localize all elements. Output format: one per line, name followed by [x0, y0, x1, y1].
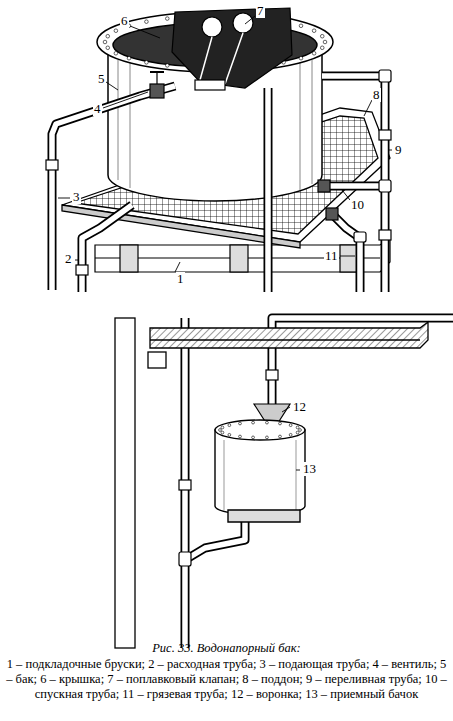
bolt-hole [296, 426, 299, 429]
callout-number: 5 [97, 72, 106, 86]
bolt-hole [299, 24, 303, 28]
bolt-hole [266, 436, 269, 439]
bolt-hole [279, 435, 282, 438]
bolt-hole [279, 422, 282, 425]
bolt-hole [239, 422, 242, 425]
bolt-hole [320, 34, 324, 38]
callout-number: 6 [120, 14, 129, 28]
bolt-hole [106, 46, 110, 50]
bolt-hole [127, 56, 131, 60]
bolt-hole [289, 424, 292, 427]
bolt-holes [219, 421, 302, 439]
bolt-hole [221, 431, 224, 434]
callout-number: 7 [256, 4, 265, 18]
callout-number: 8 [372, 88, 381, 102]
support-bars [95, 238, 390, 272]
bolt-hole [289, 433, 292, 436]
wall [115, 318, 428, 648]
bolt-hole [165, 17, 169, 21]
figure-caption: Рис. 33. Водонапорный бак: [4, 641, 449, 656]
bolt-hole [312, 29, 316, 33]
bolt-hole [252, 436, 255, 439]
callout-number: 9 [394, 143, 403, 157]
bolt-hole [165, 64, 169, 68]
bolt-hole [145, 61, 149, 65]
bolt-hole [228, 424, 231, 427]
bolt-hole [320, 46, 324, 50]
float-valve [172, 8, 292, 90]
callout-number: 10 [350, 198, 365, 212]
leader-lines [58, 16, 392, 470]
bolt-hole [221, 426, 224, 429]
callout-number: 11 [324, 249, 339, 263]
bolt-hole [296, 431, 299, 434]
bolt-hole [299, 56, 303, 60]
bolt-hole [312, 51, 316, 55]
bolt-hole [239, 435, 242, 438]
valve [150, 72, 338, 220]
bolt-hole [145, 20, 149, 24]
callout-number: 13 [302, 462, 317, 476]
callout-number: 2 [64, 252, 73, 266]
callout-number: 3 [72, 190, 81, 204]
callout-number: 4 [93, 102, 102, 116]
bolt-hole [103, 40, 107, 44]
bolt-hole [323, 40, 327, 44]
pipes [52, 76, 453, 648]
bolt-hole [228, 433, 231, 436]
bolt-hole [106, 34, 110, 38]
callout-number: 1 [176, 272, 185, 286]
receiving-tank [215, 420, 305, 522]
bolt-hole [114, 29, 118, 33]
bolt-hole [266, 421, 269, 424]
caption-key: 1 – подкладочные бруски; 2 – расходная т… [4, 657, 449, 702]
pipe-fittings [46, 70, 391, 566]
bolt-hole [114, 51, 118, 55]
bolt-hole [299, 429, 302, 432]
bolt-hole [252, 421, 255, 424]
bolt-hole [219, 429, 222, 432]
callout-number: 12 [292, 400, 307, 414]
